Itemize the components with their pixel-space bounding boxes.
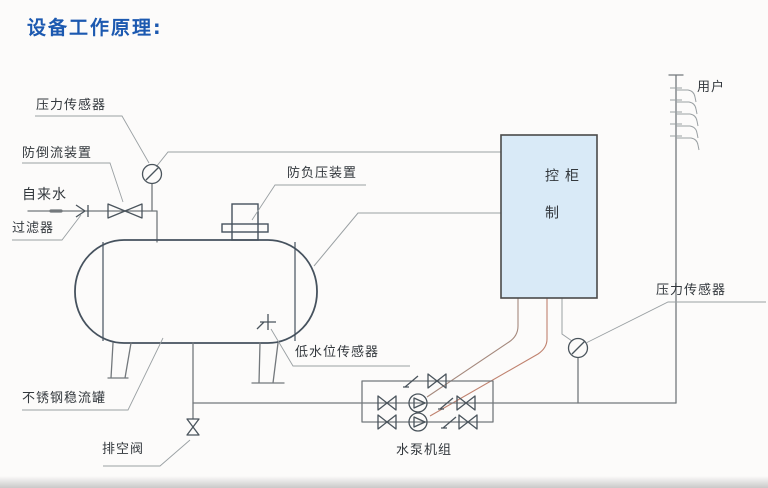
label-pressure-sensor-left: 压力传感器 [36,98,107,113]
label-filter: 过滤器 [12,221,55,236]
signal-wire-level-sensor-to-cabinet [313,212,501,267]
pump-1-inlet-valve [377,395,397,411]
bottom-shadow [0,476,768,488]
label-stainless-steel-tank: 不锈钢稳流罐 [22,391,107,406]
bypass-check-valve [403,375,419,388]
signal-wire-left-sensor-to-cabinet [155,151,501,168]
label-control-cabinet: 控制柜 [543,168,579,242]
bypass-gate-valve [427,373,447,389]
label-backflow-preventer: 防倒流装置 [22,146,93,161]
tank-leg-right [251,342,285,384]
label-tap-water: 自来水 [22,187,67,203]
pressure-sensor-right-symbol [567,337,589,404]
label-pump-unit: 水泵机组 [396,443,453,458]
pump-1-check-valve [438,397,454,410]
label-low-water-level-sensor: 低水位传感器 [295,345,380,360]
label-anti-negative-pressure: 防负压装置 [287,166,358,181]
label-drain-valve: 排空阀 [102,442,145,457]
label-pressure-sensor-right: 压力传感器 [656,283,727,298]
anti-negative-pressure-device-symbol [221,203,269,241]
steady-flow-tank [74,239,318,344]
pump-1-outlet-valve [456,395,476,411]
tank-leg-left [107,342,132,379]
control-wire-pump-1 [426,298,519,398]
label-users: 用户 [697,80,726,95]
low-water-level-sensor-symbol [256,314,276,330]
control-wire-to-right-sensor [561,298,573,342]
control-cabinet-box [500,134,598,299]
page-title: 设备工作原理: [27,17,163,39]
drain-valve-symbol [186,418,200,436]
pump-2-check-valve [441,416,457,429]
pump-2-outlet-valve [458,414,478,430]
label-leader-lines [12,115,766,467]
control-wire-pump-2 [429,298,548,417]
tap-water-inlet-pipe [27,209,158,243]
pump-1-symbol [408,393,428,413]
pump-2-inlet-valve [377,414,397,430]
inlet-gate-valve [107,203,143,219]
user-riser-pipe [668,74,700,404]
pump-2-symbol [408,412,428,432]
pressure-sensor-left-symbol [141,163,163,212]
filter-symbol [75,204,89,218]
